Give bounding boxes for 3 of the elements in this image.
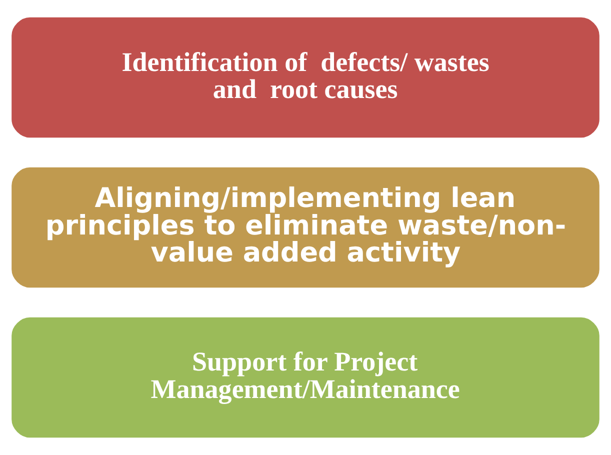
node-box: Identification of defects/ wastes and root causes — [12, 17, 600, 138]
node-box: Support for Project Management/Maintenance — [12, 317, 600, 438]
node-box: Aligning/implementing lean principles to eliminate waste/non-value added activity — [12, 167, 600, 288]
